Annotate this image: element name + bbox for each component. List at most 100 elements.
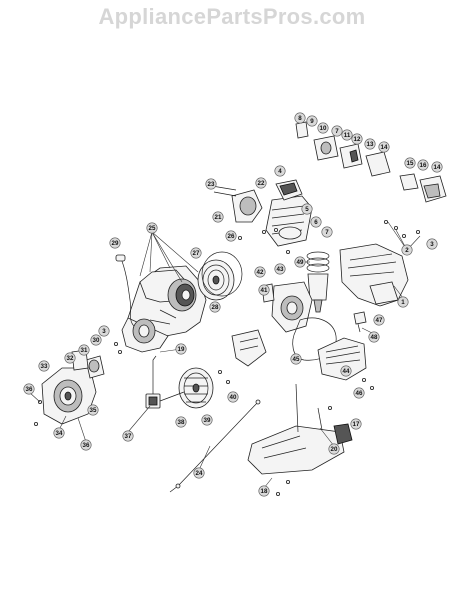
fasteners — [34, 219, 420, 496]
callout-number: 42 — [257, 269, 264, 276]
part-callout: 18 — [258, 485, 270, 497]
part-callout: 35 — [87, 404, 99, 416]
callout-circle — [78, 344, 90, 356]
part-callout: 33 — [38, 360, 50, 372]
callout-number: 25 — [149, 225, 156, 232]
callout-number: 44 — [343, 368, 350, 375]
callout-circle — [426, 238, 438, 250]
callout-circle — [340, 365, 352, 377]
callout-circle — [175, 416, 187, 428]
part-callout: 3 — [426, 238, 438, 250]
starter-handle — [115, 254, 126, 262]
callout-circle — [378, 141, 390, 153]
callout-number: 43 — [277, 266, 284, 273]
callout-number: 14 — [381, 144, 388, 151]
callout-circle — [255, 177, 267, 189]
shaft-housing — [247, 383, 353, 475]
part-callout: 31 — [78, 344, 90, 356]
part-callout: 36 — [23, 383, 35, 395]
callout-circle — [274, 263, 286, 275]
callout-circle — [401, 244, 413, 256]
callout-number: 1 — [401, 299, 405, 306]
callout-number: 49 — [297, 259, 304, 266]
piston-assembly — [306, 251, 330, 313]
starter-housing — [41, 349, 105, 425]
air-filter-assembly — [211, 185, 263, 223]
callout-circle — [417, 159, 429, 171]
part-callout: 10 — [317, 122, 329, 134]
callout-circle — [397, 296, 409, 308]
part-callout: 39 — [201, 414, 213, 426]
callout-number: 34 — [56, 430, 63, 437]
part-callout: 43 — [274, 263, 286, 275]
callout-circle — [341, 129, 353, 141]
callout-number: 46 — [356, 390, 363, 397]
callout-circle — [258, 485, 270, 497]
callout-circle — [205, 178, 217, 190]
callout-circle — [351, 133, 363, 145]
spark-plug — [353, 311, 367, 333]
cable-end — [255, 399, 261, 405]
callout-circle — [294, 112, 306, 124]
part-callout: 40 — [227, 391, 239, 403]
callout-circle — [404, 157, 416, 169]
callout-number: 10 — [320, 125, 327, 132]
callout-circle — [364, 138, 376, 150]
muffler-bracket — [231, 329, 267, 367]
part-callout: 20 — [328, 443, 340, 455]
callout-number: 31 — [81, 347, 88, 354]
starter-pulley — [197, 251, 243, 301]
callout-number: 38 — [178, 419, 185, 426]
part-callout: 49 — [294, 256, 306, 268]
callout-circle — [373, 314, 385, 326]
callout-circle — [274, 165, 286, 177]
callout-number: 15 — [407, 160, 414, 167]
callout-circle — [90, 334, 102, 346]
ignition-module — [145, 355, 185, 409]
part-callout: 11 — [341, 129, 353, 141]
callout-circle — [53, 427, 65, 439]
starter-rope — [119, 255, 135, 327]
callout-number: 13 — [367, 141, 374, 148]
part-callout: 14 — [431, 161, 443, 173]
cylinder-head-assembly — [265, 179, 313, 247]
callout-circle — [38, 360, 50, 372]
part-callout: 42 — [254, 266, 266, 278]
callout-circle — [368, 331, 380, 343]
callout-number: 37 — [125, 433, 132, 440]
callout-number: 6 — [314, 219, 318, 226]
part-callout: 41 — [258, 284, 270, 296]
part-callout: 6 — [310, 216, 322, 228]
part-callout: 13 — [364, 138, 376, 150]
part-callout: 12 — [351, 133, 363, 145]
callout-circle — [87, 404, 99, 416]
callout-number: 5 — [305, 206, 309, 213]
callout-circle — [306, 115, 318, 127]
callout-circle — [290, 353, 302, 365]
part-callout: 17 — [350, 418, 362, 430]
part-callout: 46 — [353, 387, 365, 399]
callout-number: 8 — [298, 115, 302, 122]
callout-number: 18 — [261, 488, 268, 495]
callout-number: 7 — [335, 128, 339, 135]
crankcase-assembly — [121, 265, 207, 353]
part-callout: 47 — [373, 314, 385, 326]
part-callout: 21 — [212, 211, 224, 223]
part-callout: 25 — [146, 222, 158, 234]
part-callout: 32 — [64, 352, 76, 364]
part-callout: 9 — [306, 115, 318, 127]
callout-circle — [321, 226, 333, 238]
part-callout: 2 — [401, 244, 413, 256]
callout-circle — [212, 211, 224, 223]
callout-circle — [258, 284, 270, 296]
carburetor-assembly — [295, 121, 447, 203]
callout-number: 11 — [344, 132, 351, 139]
callout-circle — [431, 161, 443, 173]
part-callout: 38 — [175, 416, 187, 428]
part-callout: 3 — [98, 325, 110, 337]
callout-circle — [328, 443, 340, 455]
flywheel — [178, 367, 214, 409]
engine-housing — [339, 243, 409, 307]
part-callout: 24 — [193, 467, 205, 479]
